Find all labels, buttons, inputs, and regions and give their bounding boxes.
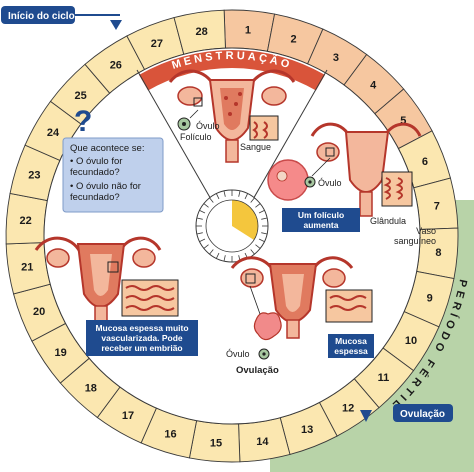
- day-number: 10: [405, 335, 417, 347]
- day-number: 23: [28, 169, 40, 181]
- day-number: 3: [333, 52, 339, 64]
- day-number: 26: [110, 60, 122, 72]
- clock-tick: [216, 193, 220, 200]
- clock-tick: [261, 232, 268, 235]
- inicio-do-ciclo-badge: [1, 6, 122, 30]
- day-number: 7: [434, 201, 440, 213]
- day-number: 15: [210, 437, 222, 449]
- uterus-ovulation-illustration: [230, 256, 373, 360]
- day-number: 6: [422, 156, 428, 168]
- clock-tick: [223, 255, 226, 262]
- menstruation-band: [139, 49, 325, 91]
- center-clock: [195, 189, 269, 263]
- ovulo-label-1: Óvulo: [196, 121, 220, 131]
- ovulacao-caption: Ovulação: [236, 365, 279, 376]
- sangue-label: Sangue: [240, 142, 271, 152]
- day-number: 21: [21, 261, 33, 273]
- clock-tick: [255, 244, 261, 249]
- ovulo-label-3: Óvulo: [226, 349, 250, 359]
- day-number: 18: [85, 382, 97, 394]
- clock-tick: [244, 193, 248, 200]
- day-number: 8: [435, 247, 441, 259]
- uterus-menstruation-illustration: [168, 69, 296, 163]
- day-number: 25: [74, 90, 86, 102]
- day-number: 27: [151, 38, 163, 50]
- glandula-label: Glândula: [370, 216, 406, 226]
- day-number: 22: [19, 215, 31, 227]
- clock-tick: [223, 190, 226, 197]
- question-box: ?: [62, 105, 164, 213]
- inicio-pointer-icon: [110, 20, 122, 30]
- day-number: 24: [47, 127, 60, 139]
- question-option-nao-fecundado: • O óvulo não for fecundado?: [70, 181, 141, 203]
- day-number: 4: [370, 80, 377, 92]
- day-number: 5: [400, 115, 406, 127]
- clock-tick: [250, 197, 255, 203]
- clock-tick: [261, 217, 268, 220]
- ovulacao-badge: [360, 404, 453, 422]
- clock-tick: [209, 249, 214, 255]
- clock-tick: [238, 190, 241, 197]
- clock-tick: [216, 252, 220, 259]
- ovulo-label-2: Óvulo: [318, 178, 342, 188]
- clock-tick: [203, 203, 209, 208]
- folliculo-aumenta-box: Um folículo aumenta rapidamente: [282, 208, 360, 234]
- inicio-do-ciclo-label: Início do ciclo: [8, 11, 75, 22]
- ovulacao-pointer-icon: [360, 410, 372, 422]
- day-number: 14: [256, 436, 269, 448]
- clock-tick: [199, 238, 206, 242]
- question-mark: ?: [74, 105, 92, 138]
- mucosa-espessa-vascularizada-box: Mucosa espessa muito vascularizada. Pode…: [86, 320, 198, 356]
- uterus-follicle-illustration: [267, 122, 422, 217]
- day-number: 2: [290, 33, 296, 45]
- day-number: 16: [164, 429, 176, 441]
- day-number: 20: [33, 306, 45, 318]
- day-number: 9: [427, 293, 433, 305]
- day-number: 17: [122, 410, 134, 422]
- clock-tick: [199, 210, 206, 214]
- question-title: Que acontece se:: [70, 143, 144, 154]
- clock-tick: [203, 244, 209, 249]
- ovulacao-badge-label: Ovulação: [400, 409, 445, 420]
- uterus-thick-mucosa-illustration: [34, 236, 179, 327]
- clock-tick: [209, 197, 214, 203]
- mucosa-espessa-box: Mucosa espessa: [328, 334, 374, 358]
- day-number: 11: [378, 372, 390, 384]
- day-number: 19: [55, 347, 67, 359]
- day-number: 1: [245, 25, 251, 37]
- clock-tick: [258, 210, 265, 214]
- vaso-sanguineo-label: Vaso sanguíneo: [393, 226, 436, 246]
- foliculo-label: Folículo: [180, 132, 212, 142]
- day-number: 28: [196, 26, 208, 38]
- clock-tick: [196, 232, 203, 235]
- question-option-fecundado: • O óvulo for fecundado?: [70, 156, 123, 178]
- day-number: 13: [301, 424, 313, 436]
- day-number: 12: [342, 402, 354, 414]
- clock-tick: [196, 217, 203, 220]
- clock-tick: [258, 238, 265, 242]
- clock-tick: [250, 249, 255, 255]
- clock-tick: [255, 203, 261, 208]
